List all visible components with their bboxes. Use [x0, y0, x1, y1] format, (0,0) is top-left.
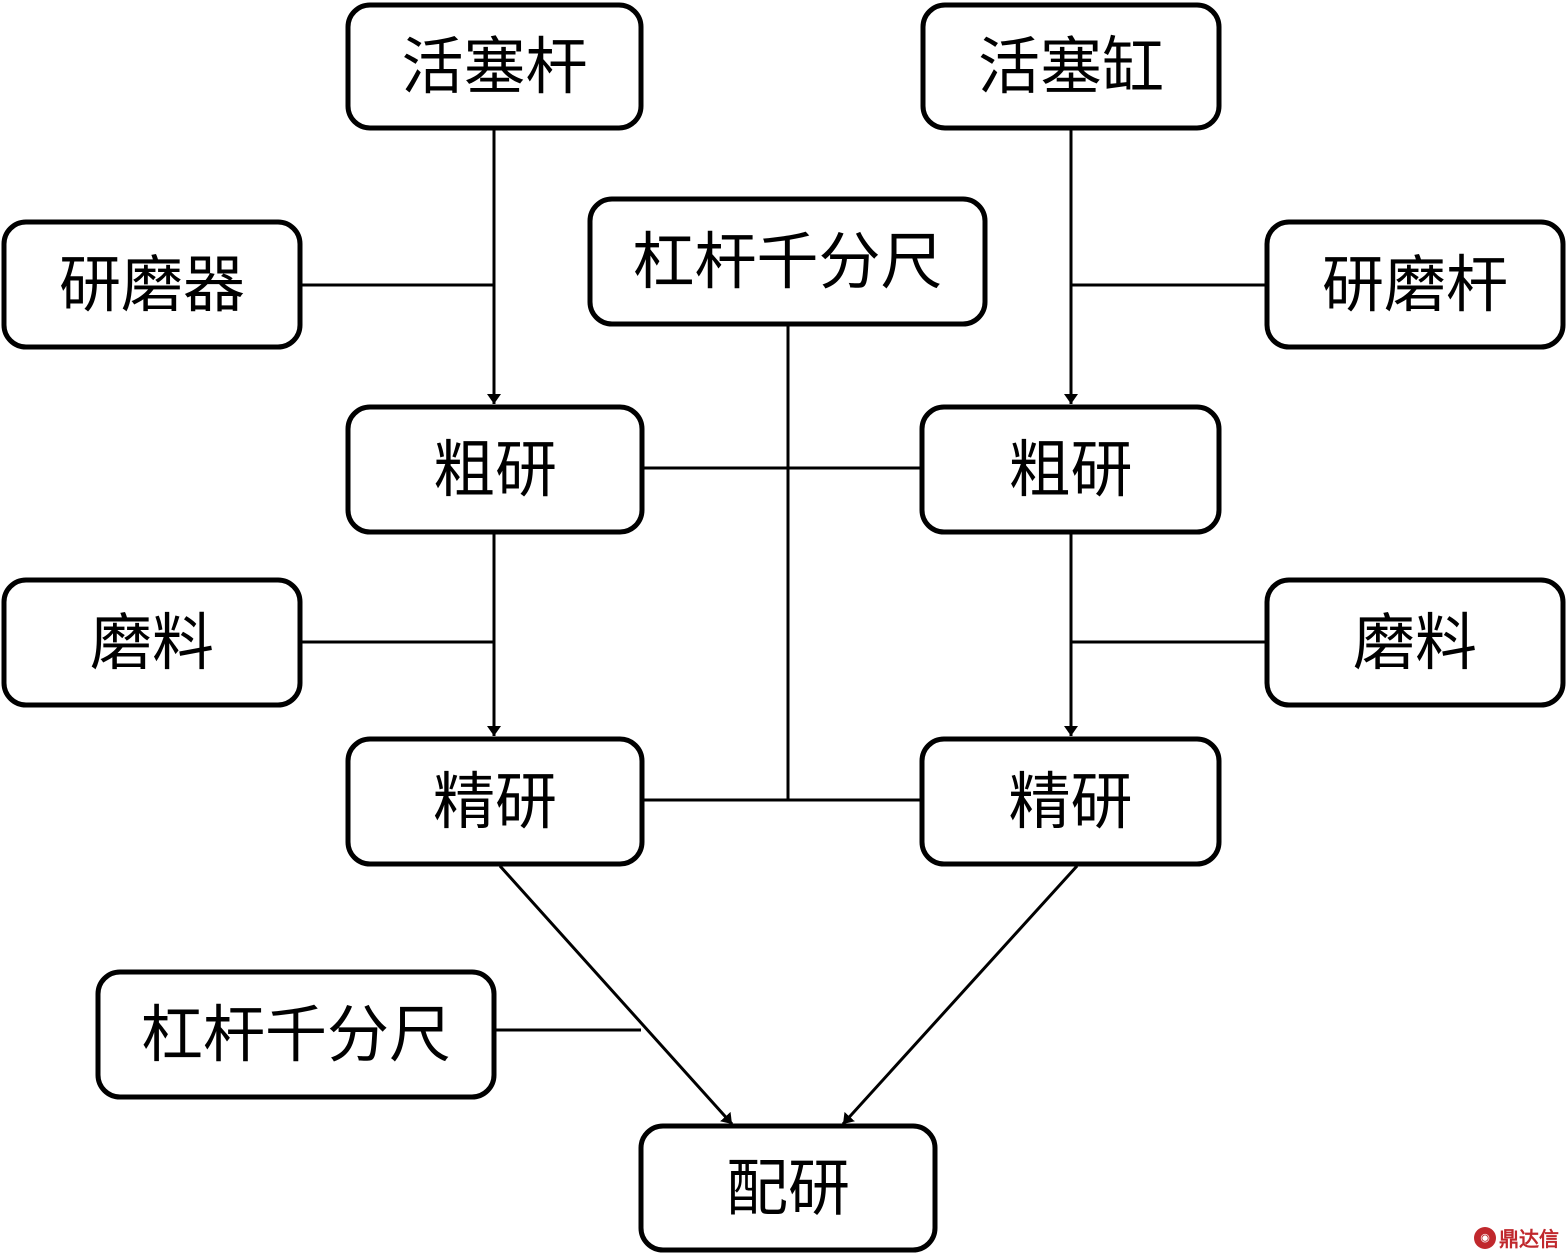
edge-fine-right-to-match-lap [841, 864, 1079, 1126]
node-lever-micrometer-bottom: 杠杆千分尺 [95, 969, 497, 1100]
node-rough-lap-left-label: 粗研 [433, 433, 557, 506]
node-match-lap: 配研 [638, 1123, 938, 1253]
node-piston-rod-label: 活塞杆 [401, 30, 587, 103]
node-fine-lap-right: 精研 [919, 736, 1222, 867]
node-lapping-rod: 研磨杆 [1264, 219, 1566, 350]
node-lapping-tool: 研磨器 [1, 219, 303, 350]
edge-fine-left-to-match-lap [498, 864, 734, 1126]
node-piston-cylinder-label: 活塞缸 [978, 30, 1164, 103]
node-fine-lap-left-label: 精研 [433, 765, 557, 838]
node-lever-micrometer-top-label: 杠杆千分尺 [632, 225, 942, 298]
node-match-lap-label: 配研 [726, 1152, 850, 1225]
watermark-text: 鼎达信 [1499, 1227, 1559, 1251]
node-fine-lap-left: 精研 [345, 736, 645, 867]
node-piston-rod: 活塞杆 [345, 2, 644, 131]
node-abrasive-left: 磨料 [1, 577, 303, 708]
node-lever-micrometer-top: 杠杆千分尺 [587, 196, 988, 327]
node-rough-lap-right: 粗研 [919, 404, 1222, 535]
node-piston-cylinder: 活塞缸 [920, 2, 1222, 131]
node-fine-lap-right-label: 精研 [1008, 765, 1132, 838]
node-abrasive-right: 磨料 [1264, 577, 1566, 708]
node-lapping-tool-label: 研磨器 [59, 248, 245, 321]
node-abrasive-left-label: 磨料 [90, 606, 214, 679]
watermark-logo-icon: ◉ [1474, 1226, 1496, 1249]
node-rough-lap-left: 粗研 [345, 404, 645, 535]
node-abrasive-right-label: 磨料 [1353, 606, 1477, 679]
watermark: ◉ 鼎达信 [1474, 1223, 1559, 1252]
node-lapping-rod-label: 研磨杆 [1322, 248, 1508, 321]
node-lever-micrometer-bottom-label: 杠杆千分尺 [141, 998, 451, 1071]
connectors [300, 128, 1267, 1126]
node-rough-lap-right-label: 粗研 [1008, 433, 1132, 506]
